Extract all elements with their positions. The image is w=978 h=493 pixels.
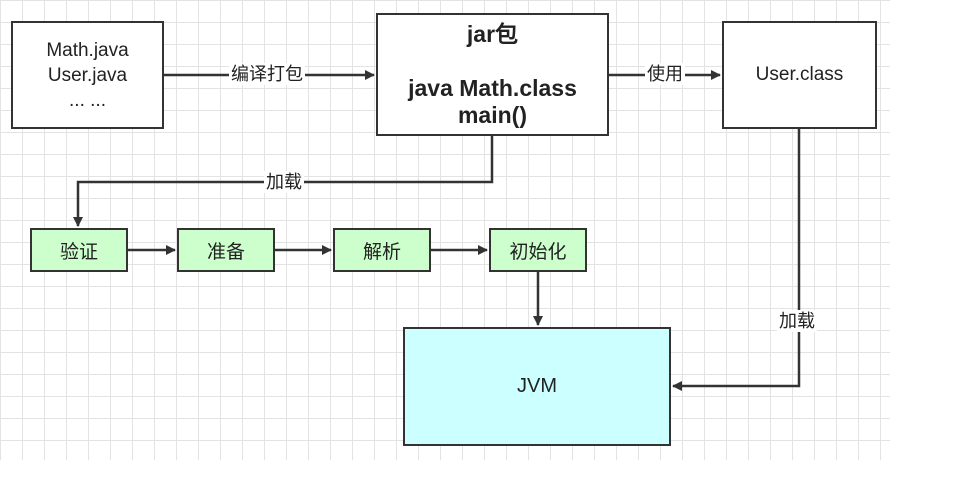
source-file-user: User.java — [47, 64, 128, 86]
step-prepare-node: 准备 — [177, 228, 275, 272]
user-class-node: User.class — [722, 21, 877, 129]
step-verify-node: 验证 — [30, 228, 128, 272]
edge-label-load-from-jar: 加载 — [264, 171, 304, 193]
step-resolve-node: 解析 — [333, 228, 431, 272]
source-file-math: Math.java — [46, 39, 129, 61]
jar-main-method: main() — [457, 101, 527, 128]
source-file-more: ... ... — [69, 89, 106, 111]
jvm-node: JVM — [403, 327, 671, 446]
source-files-node: Math.java User.java ... ... — [11, 21, 164, 129]
jar-package-node: jar包 java Math.class main() — [376, 13, 609, 136]
step-prepare-label: 准备 — [206, 241, 245, 263]
jar-package-title: jar包 — [466, 20, 519, 47]
step-initialize-node: 初始化 — [489, 228, 587, 272]
edge-label-compile-package: 编译打包 — [229, 63, 305, 85]
step-verify-label: 验证 — [59, 241, 98, 263]
step-resolve-label: 解析 — [362, 241, 401, 263]
jvm-label: JVM — [517, 375, 557, 397]
jar-main-class: java Math.class — [408, 74, 577, 101]
edge-label-use: 使用 — [645, 63, 685, 85]
step-initialize-label: 初始化 — [509, 241, 567, 263]
edge-load-user-class — [672, 129, 801, 391]
user-class-label: User.class — [755, 64, 844, 85]
edge-label-load-user-class: 加载 — [777, 310, 817, 332]
